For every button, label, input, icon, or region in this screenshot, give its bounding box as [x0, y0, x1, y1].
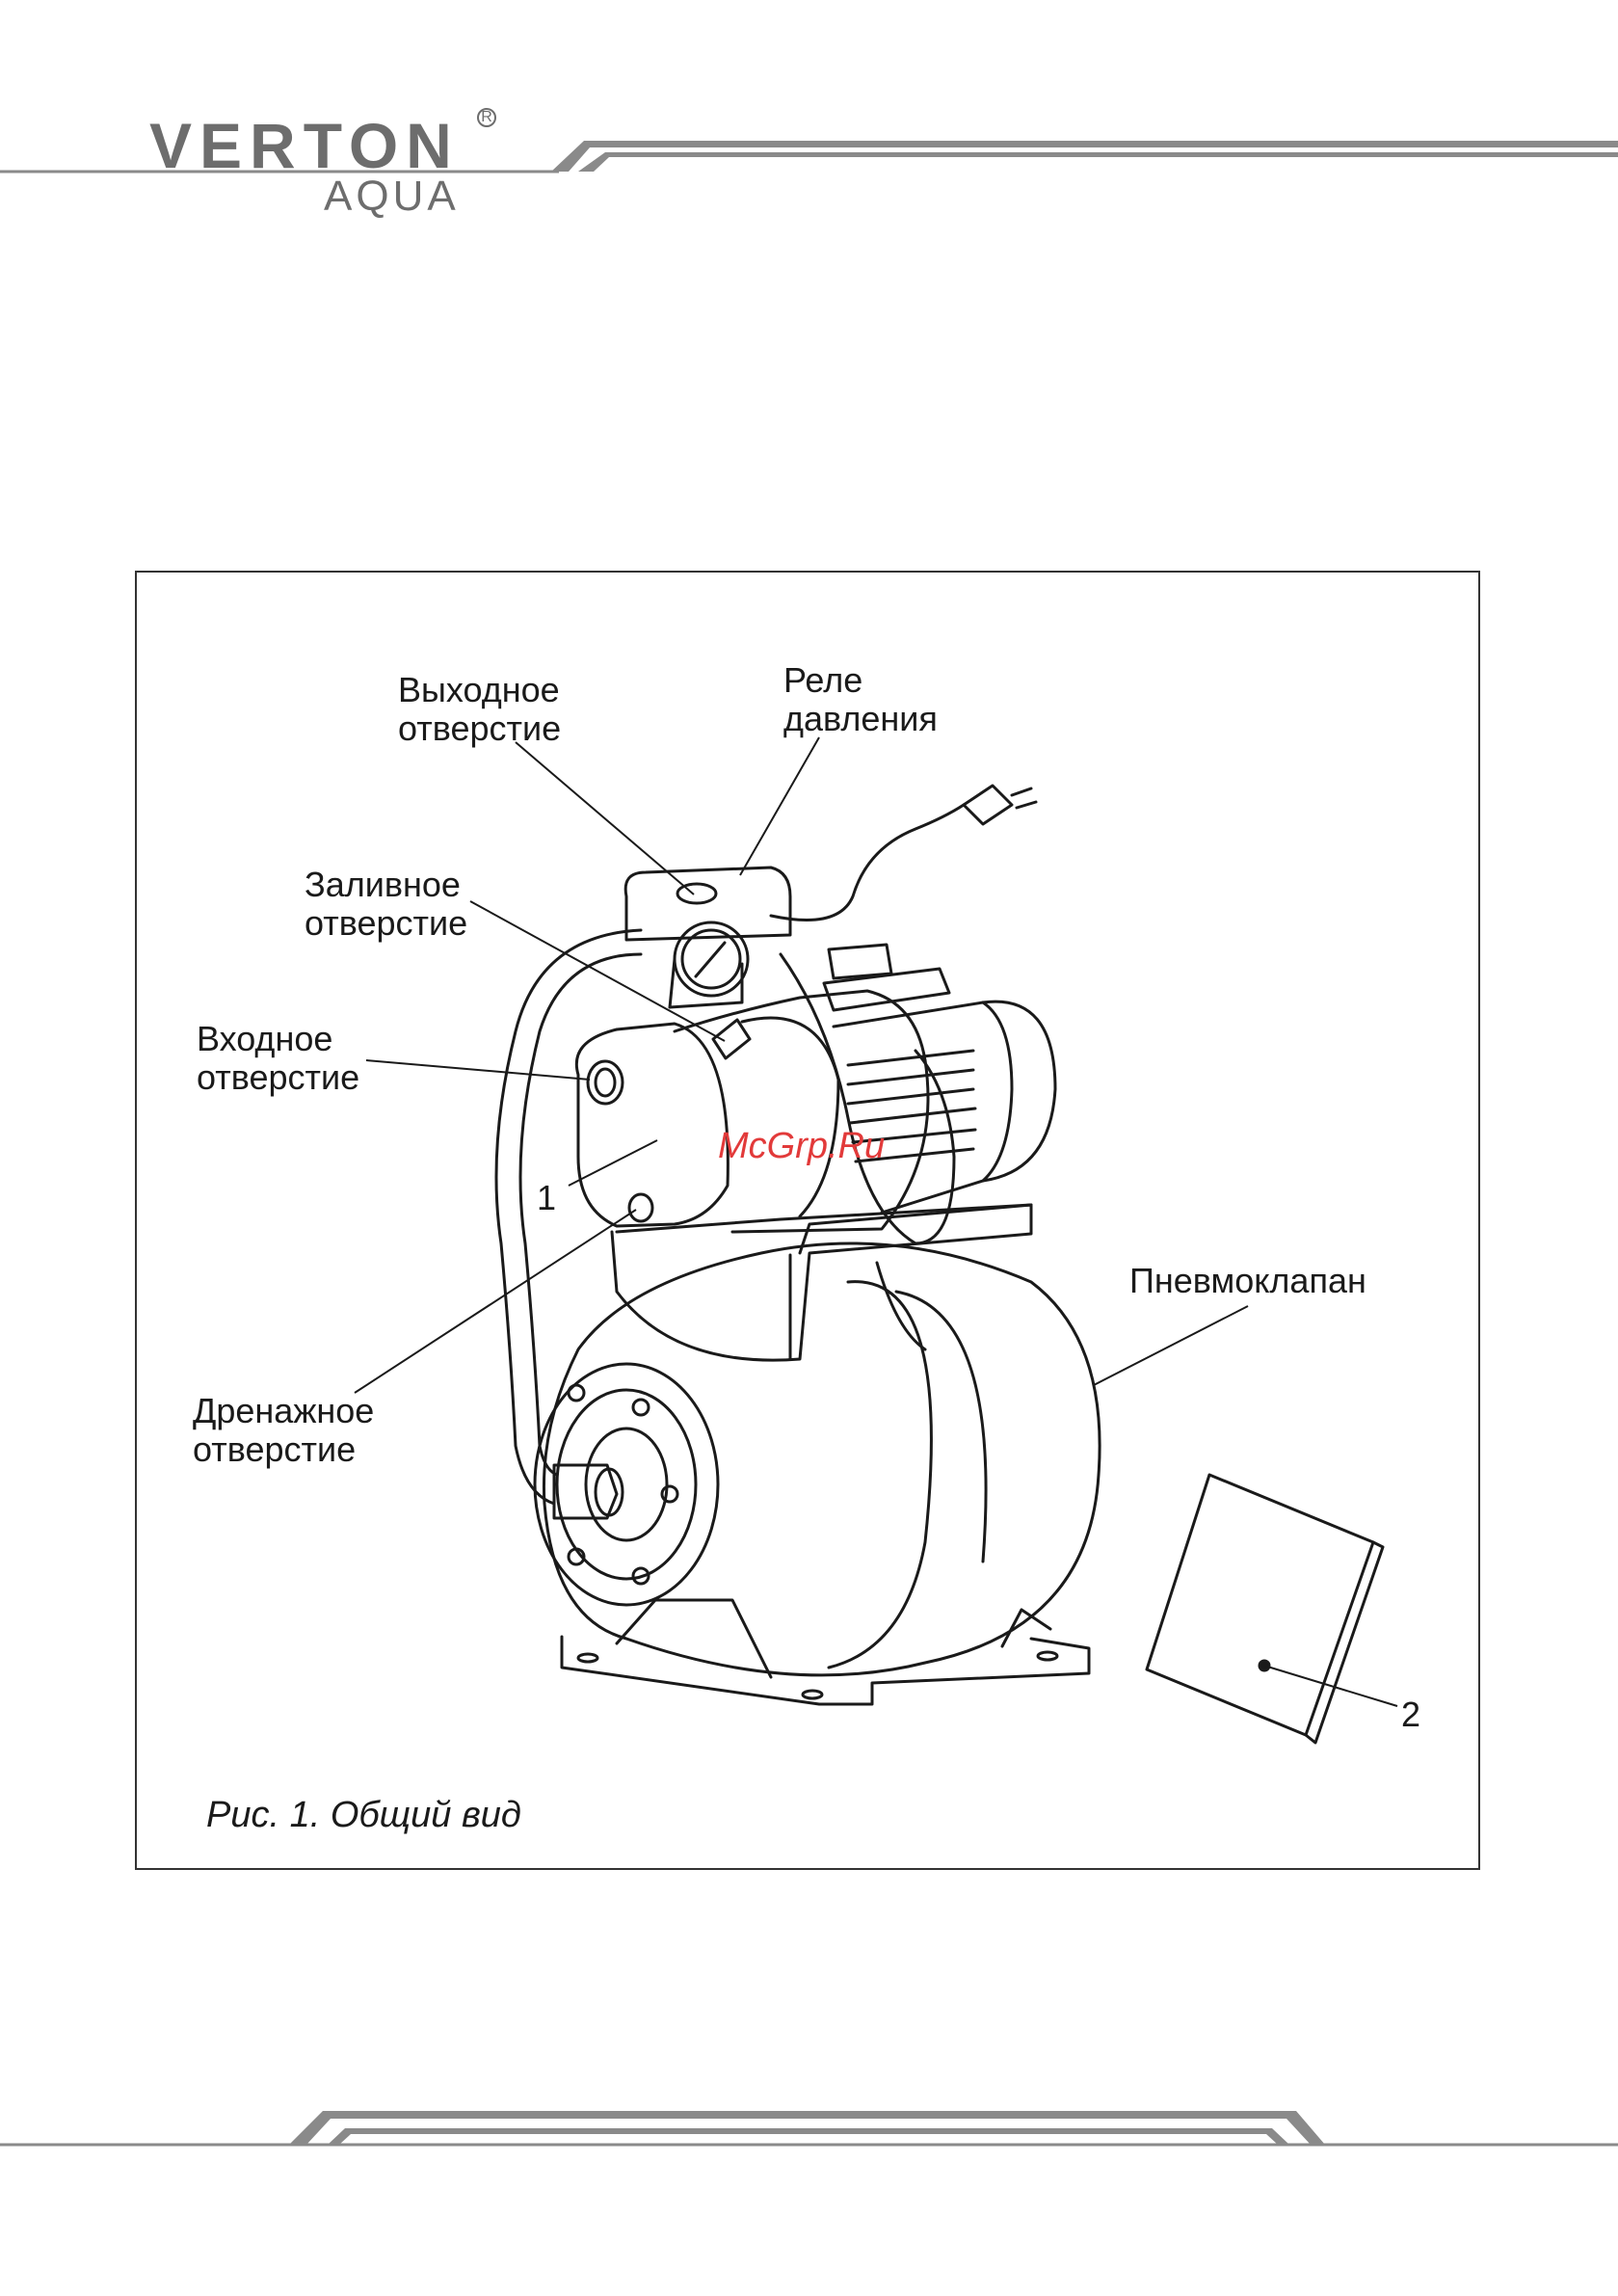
label-item-2: 2: [1401, 1695, 1420, 1735]
label-pneumovalve: Пневмоклапан: [1129, 1262, 1366, 1300]
watermark: McGrp.Ru: [718, 1126, 885, 1167]
figure-caption: Рис. 1. Общий вид: [206, 1795, 521, 1836]
footer-decoration: [0, 2072, 1618, 2149]
label-item-1: 1: [537, 1178, 556, 1218]
